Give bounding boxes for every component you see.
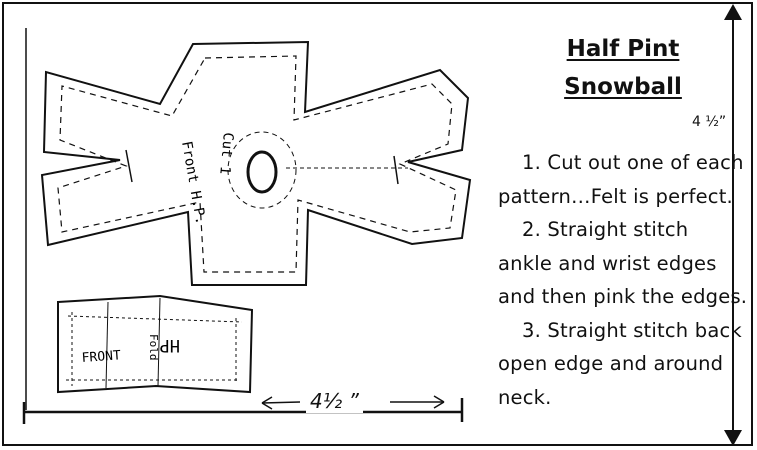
body-pattern-piece (40, 40, 472, 286)
neck-cut-label: Cut 1 (216, 132, 236, 175)
neck-stitch (227, 131, 297, 209)
arrow-up-icon (724, 4, 742, 20)
arrow-down-icon (724, 430, 742, 446)
width-dimension-label: 4½ ” (306, 389, 363, 413)
strip-hp-label: HP (160, 335, 180, 355)
height-dimension-label: 4 ½” (692, 114, 727, 130)
strip-front-label: FRONT (81, 348, 121, 366)
page-frame (2, 2, 753, 446)
title-line-2: Snowball (564, 74, 682, 100)
strip-fold-label: Fold (147, 334, 160, 361)
instructions-list: 1. Cut out one of each pattern…Felt is p… (498, 146, 748, 414)
body-stitch-line (57, 55, 457, 273)
pattern-title: Half Pint Snowball (548, 30, 698, 106)
neck-opening (246, 150, 278, 194)
strip-pattern-piece (57, 294, 254, 394)
title-line-1: Half Pint (566, 36, 680, 62)
instruction-step-1: 1. Cut out one of each pattern…Felt is p… (498, 151, 744, 208)
instruction-step-3: 3. Straight stitch back open edge and ar… (498, 318, 742, 409)
instruction-step-2: 2. Straight stitch ankle and wrist edges… (498, 218, 748, 308)
